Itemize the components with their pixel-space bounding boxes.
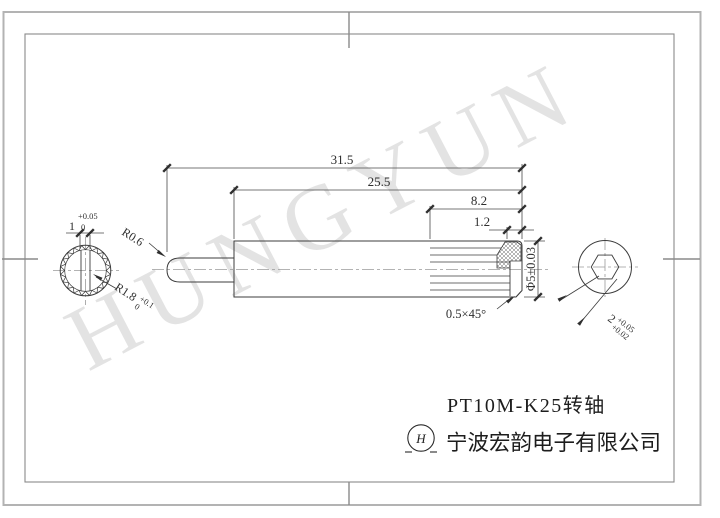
watermark-text: HUNGYUN [50, 39, 597, 389]
dimension-ticks [75, 163, 543, 302]
company-logo: H [405, 424, 437, 453]
hex-socket [590, 254, 620, 280]
dim-end-chamfer: 0.5×45° [446, 307, 486, 321]
center-lines [53, 237, 638, 305]
title-block: PT10M-K25转轴 H 宁波宏韵电子有限公司 [405, 394, 661, 455]
drawing-frame [2, 11, 702, 506]
knurl-teeth-ring [59, 244, 112, 297]
logo-letter: H [415, 431, 426, 446]
svg-text:+0.05: +0.05 [78, 211, 98, 221]
part-title: PT10M-K25转轴 [447, 394, 606, 417]
dim-knurl-length: 8.2 [471, 193, 487, 208]
left-end-view [59, 244, 112, 297]
dim-body-diameter: Φ5±0.03 [524, 247, 538, 291]
dim-collar-width: 1.2 [474, 214, 490, 229]
chamfer-hatch [496, 241, 522, 269]
svg-text:0: 0 [133, 301, 142, 312]
leader-lines [93, 242, 618, 326]
dim-body-length: 25.5 [368, 174, 391, 189]
pin-outline [166, 257, 234, 283]
shaft-side-view [166, 240, 523, 298]
dim-overall-length: 31.5 [331, 152, 354, 167]
dim-hex-across-flats: 2 +0.05 +0.02 [605, 311, 637, 341]
company-name: 宁波宏韵电子有限公司 [446, 431, 661, 455]
end-chamfer-edge [515, 291, 522, 298]
svg-text:1: 1 [69, 219, 75, 233]
dim-slot-width: 1 +0.05 0 [69, 211, 98, 233]
knurl-lines [430, 247, 510, 291]
dim-tip-radius: R0.6 [119, 225, 146, 249]
svg-text:0: 0 [81, 222, 85, 232]
